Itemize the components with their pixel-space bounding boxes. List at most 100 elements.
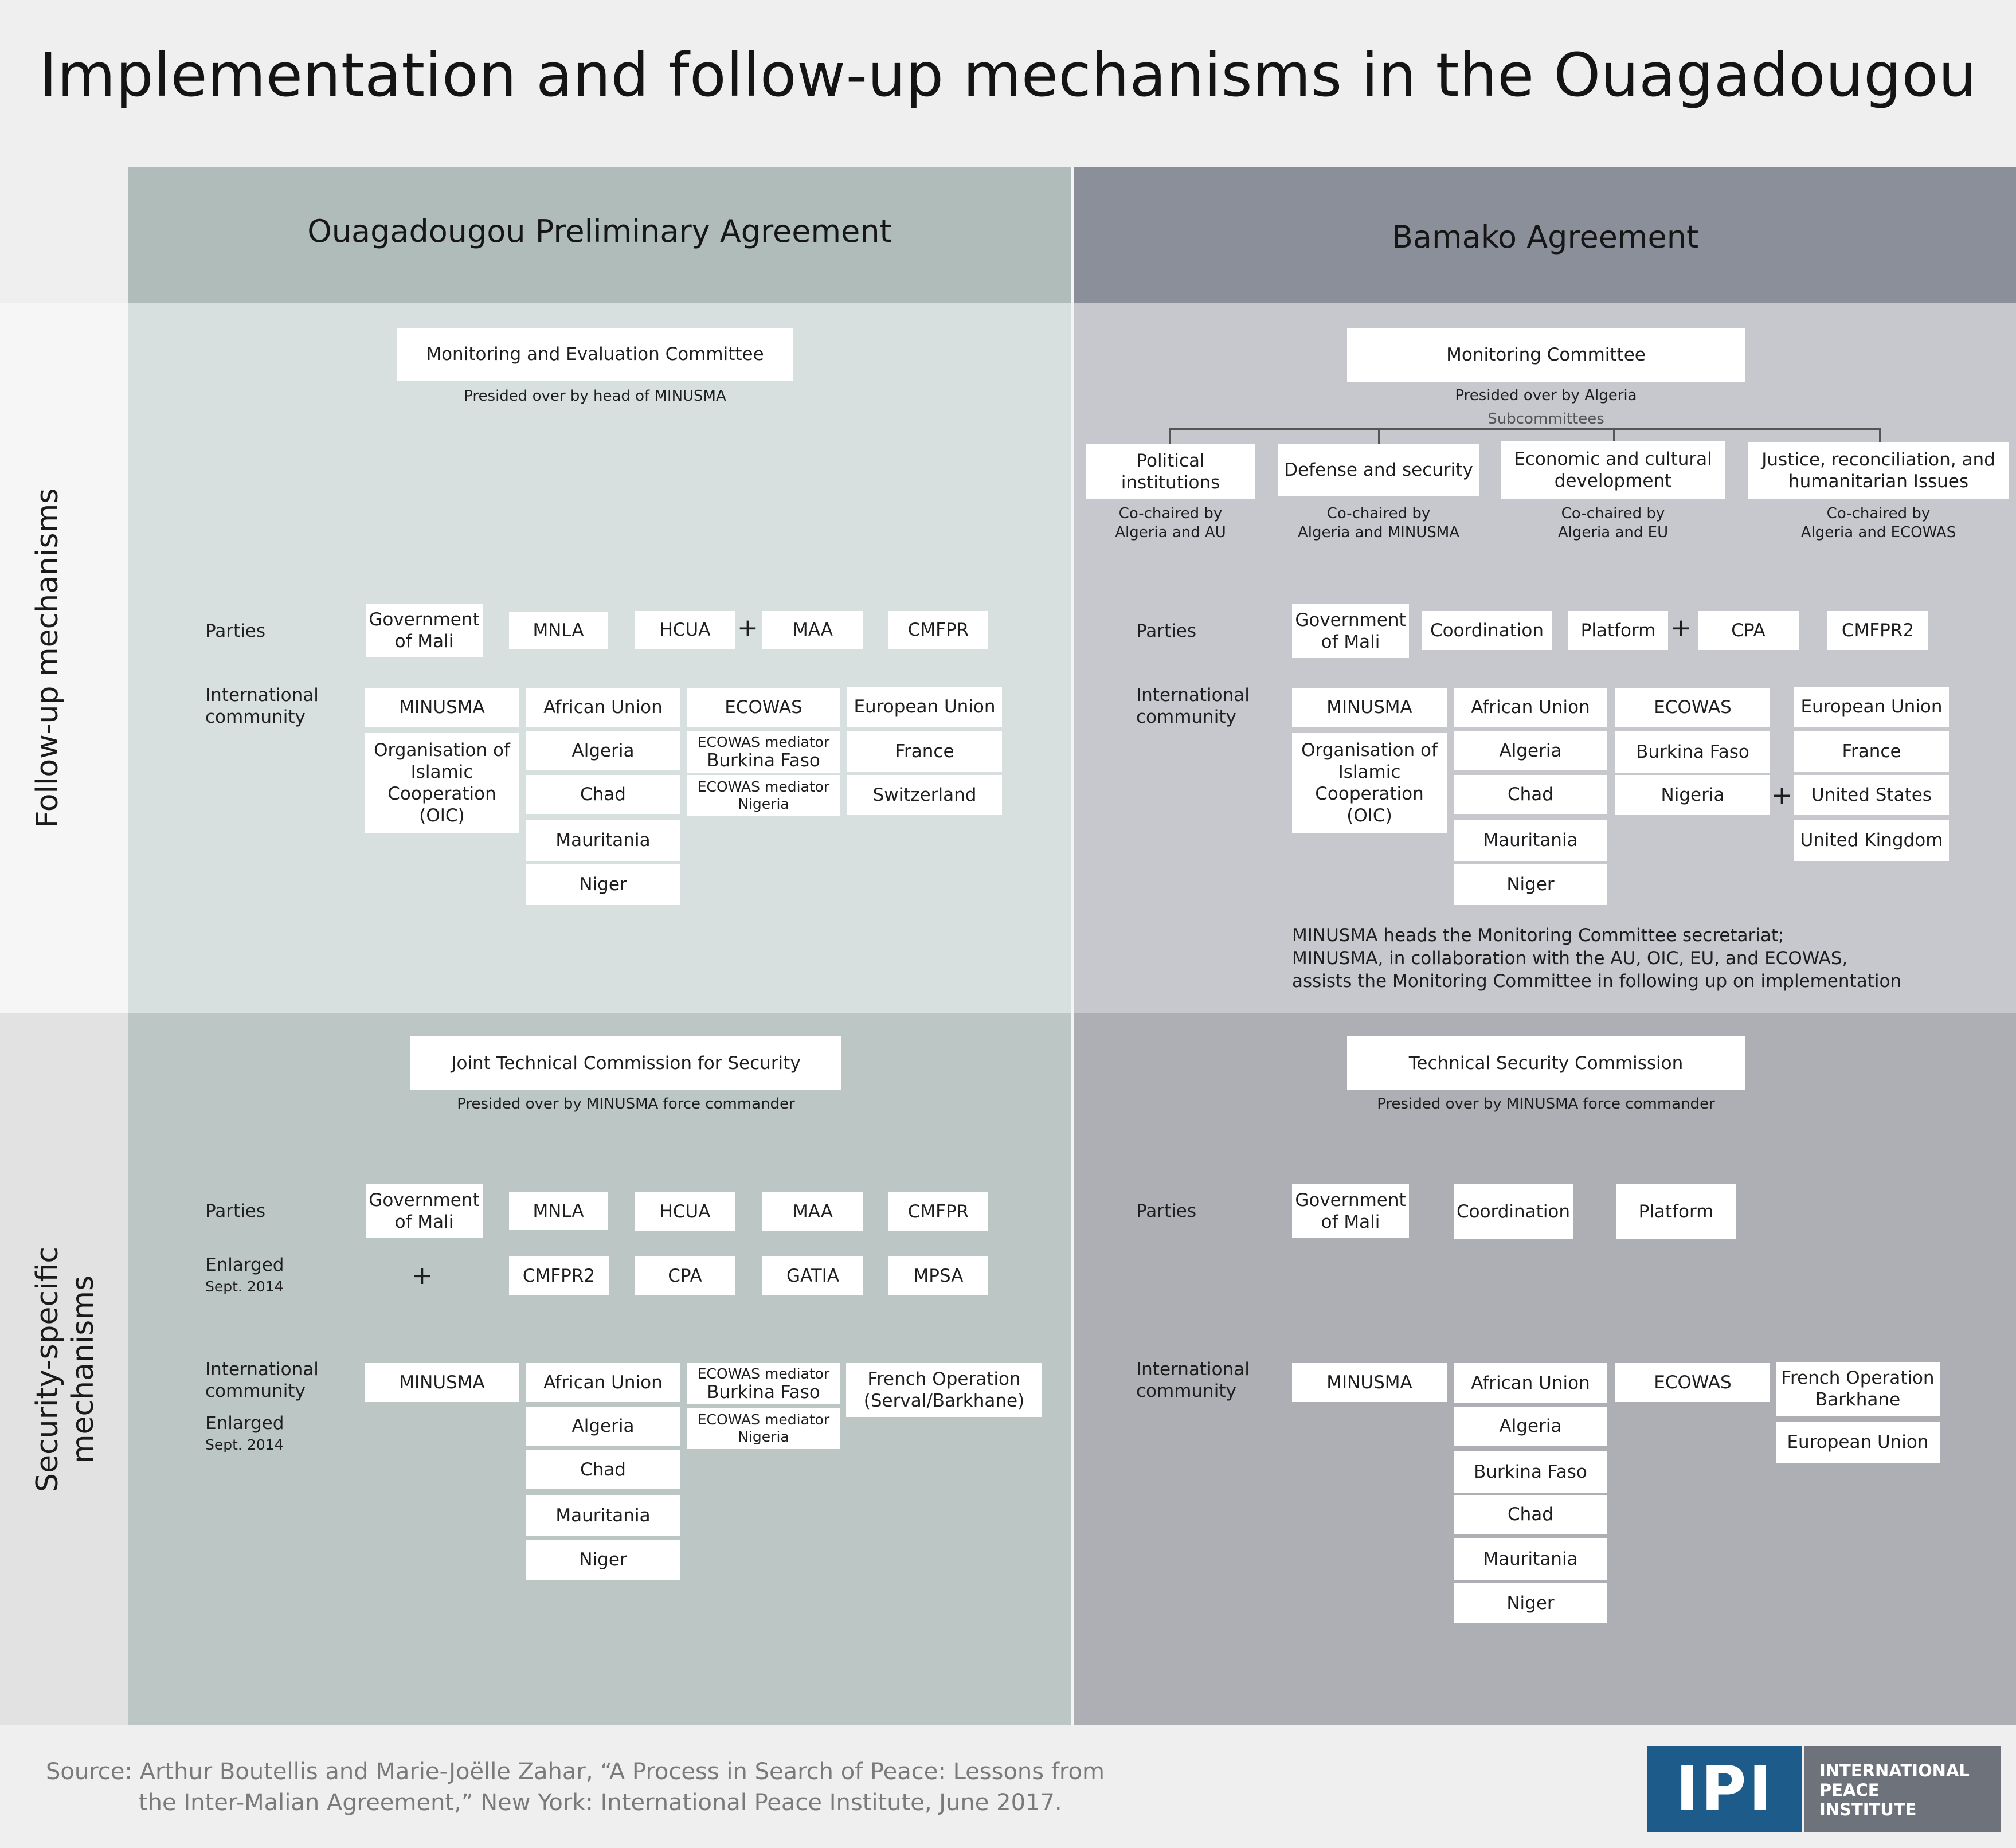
subcommittee-economic: Economic and cultural development: [1501, 441, 1725, 499]
committee-box: Monitoring Committee: [1347, 328, 1745, 382]
parties-label: Parties: [205, 1201, 266, 1221]
subcommittee-connector: [1879, 428, 1881, 442]
subcommittee-justice: Justice, reconciliation, and humanitaria…: [1748, 442, 2009, 499]
row-band-follow-up: [0, 303, 128, 1013]
intl-algeria: Algeria: [1454, 731, 1607, 770]
subcommittee-connector: [1169, 428, 1171, 444]
intl-african-union: African Union: [1454, 688, 1607, 727]
plus-sign: +: [737, 613, 758, 643]
quadrant-ouaga-follow-up: [128, 303, 1071, 1013]
subcommittee-political: Political institutions: [1086, 444, 1255, 499]
party-coordination: Coordination: [1454, 1184, 1573, 1239]
plus-sign: +: [1771, 781, 1792, 810]
plus-sign: +: [1670, 613, 1692, 643]
intl-oic: Organisation of Islamic Cooperation (OIC…: [365, 733, 519, 833]
intl-nigeria: Nigeria: [1615, 775, 1770, 815]
ipi-logo: IPI: [1647, 1746, 1802, 1832]
party-cmfpr: CMFPR: [888, 611, 988, 649]
intl-label-line2: community: [1136, 707, 1236, 727]
intl-european-union: European Union: [1794, 687, 1949, 727]
source-line-1: Source: Arthur Boutellis and Marie-Joëll…: [46, 1759, 1105, 1785]
party-mnla: MNLA: [509, 612, 608, 649]
mediator-country: Nigeria: [738, 1428, 789, 1445]
intl-mauritania: Mauritania: [1454, 820, 1607, 861]
intl-label-line1: International: [205, 1359, 319, 1380]
intl-united-kingdom: United Kingdom: [1794, 820, 1949, 861]
plus-sign: +: [412, 1261, 433, 1290]
intl-united-states: United States: [1794, 775, 1949, 815]
ecowas-mediator-burkina: ECOWAS mediator Burkina Faso: [687, 1363, 840, 1404]
logo-name-line: INSTITUTE: [1819, 1800, 1917, 1819]
cochair-names: Algeria and ECOWAS: [1800, 524, 1956, 541]
parties-label: Parties: [1136, 621, 1197, 641]
intl-niger: Niger: [1454, 1583, 1607, 1623]
intl-minusma: MINUSMA: [365, 688, 519, 727]
intl-minusma: MINUSMA: [365, 1363, 519, 1402]
intl-chad: Chad: [1454, 775, 1607, 814]
presided-caption: Presided over by MINUSMA force commander: [1377, 1095, 1715, 1113]
logo-name-line: INTERNATIONAL: [1819, 1761, 1970, 1780]
party-mnla: MNLA: [509, 1192, 608, 1230]
presided-caption: Presided over by Algeria: [1455, 387, 1637, 404]
column-title-right: Bamako Agreement: [1391, 219, 1699, 255]
cochair-label: Co-chaired by: [1561, 505, 1665, 522]
mediator-label: ECOWAS mediator: [697, 1411, 830, 1428]
note-line: MINUSMA, in collaboration with the AU, O…: [1292, 948, 1848, 969]
party-coordination: Coordination: [1422, 611, 1552, 650]
row-label-security-line1: Security-specific: [30, 1247, 65, 1492]
party-maa: MAA: [762, 1192, 863, 1231]
presided-caption: Presided over by head of MINUSMA: [464, 387, 726, 405]
intl-niger: Niger: [1454, 864, 1607, 905]
enlarged-label: Enlarged: [205, 1255, 284, 1275]
intl-french-operation: French Operation Barkhane: [1776, 1362, 1940, 1416]
subcommittee-connector: [1613, 428, 1615, 441]
mediator-label: ECOWAS mediator: [697, 1365, 830, 1382]
row-label-security: Security-specific mechanisms: [30, 1014, 100, 1725]
secretariat-note: MINUSMA heads the Monitoring Committee s…: [1292, 924, 1901, 993]
intl-european-union: European Union: [847, 687, 1002, 727]
intl-label-line2: community: [1136, 1381, 1236, 1401]
column-divider: [1071, 167, 1074, 1725]
intl-chad: Chad: [526, 1450, 680, 1489]
intl-algeria: Algeria: [526, 731, 680, 770]
quadrant-bamako-follow-up: [1074, 303, 2016, 1013]
intl-minusma: MINUSMA: [1292, 1363, 1447, 1402]
intl-minusma: MINUSMA: [1292, 688, 1447, 727]
intl-label-line2: community: [205, 1381, 306, 1401]
subcommittee-defense: Defense and security: [1278, 444, 1479, 496]
mediator-country: Burkina Faso: [707, 750, 820, 771]
page-title: Implementation and follow-up mechanisms …: [39, 40, 1977, 110]
column-header-ouagadougou: Ouagadougou Preliminary Agreement: [128, 167, 1071, 303]
intl-african-union: African Union: [1454, 1363, 1607, 1403]
mediator-label: ECOWAS mediator: [697, 778, 830, 795]
mediator-country: Nigeria: [738, 796, 789, 812]
party-cpa: CPA: [635, 1256, 735, 1295]
party-platform: Platform: [1568, 611, 1668, 650]
intl-niger: Niger: [526, 1540, 680, 1580]
enlarged-date: Sept. 2014: [205, 1436, 284, 1453]
party-maa: MAA: [762, 611, 863, 649]
subcommittee-connector: [1378, 428, 1380, 444]
source-line-2: the Inter-Malian Agreement,” New York: I…: [139, 1790, 1062, 1816]
cochair-names: Algeria and MINUSMA: [1297, 524, 1460, 541]
enlarged-label: Enlarged: [205, 1413, 284, 1434]
intl-label-line2: community: [205, 707, 306, 727]
note-line: MINUSMA heads the Monitoring Committee s…: [1292, 925, 1784, 946]
cochair-label: Co-chaired by: [1826, 505, 1931, 522]
party-hcua: HCUA: [635, 1192, 735, 1231]
intl-switzerland: Switzerland: [847, 775, 1002, 815]
intl-france: France: [847, 731, 1002, 772]
subcommittees-label: Subcommittees: [1487, 410, 1604, 428]
committee-box: Monitoring and Evaluation Committee: [397, 328, 793, 381]
party-mpsa: MPSA: [888, 1256, 988, 1295]
intl-label-line1: International: [205, 685, 319, 706]
commission-box: Technical Security Commission: [1347, 1036, 1745, 1090]
cochair-names: Algeria and EU: [1557, 524, 1669, 541]
intl-label-line1: International: [1136, 685, 1250, 706]
intl-ecowas: ECOWAS: [687, 688, 840, 727]
ipi-logo-name: INTERNATIONAL PEACE INSTITUTE: [1804, 1746, 2001, 1832]
party-cmfpr2: CMFPR2: [1827, 611, 1928, 650]
commission-box: Joint Technical Commission for Security: [410, 1036, 841, 1090]
